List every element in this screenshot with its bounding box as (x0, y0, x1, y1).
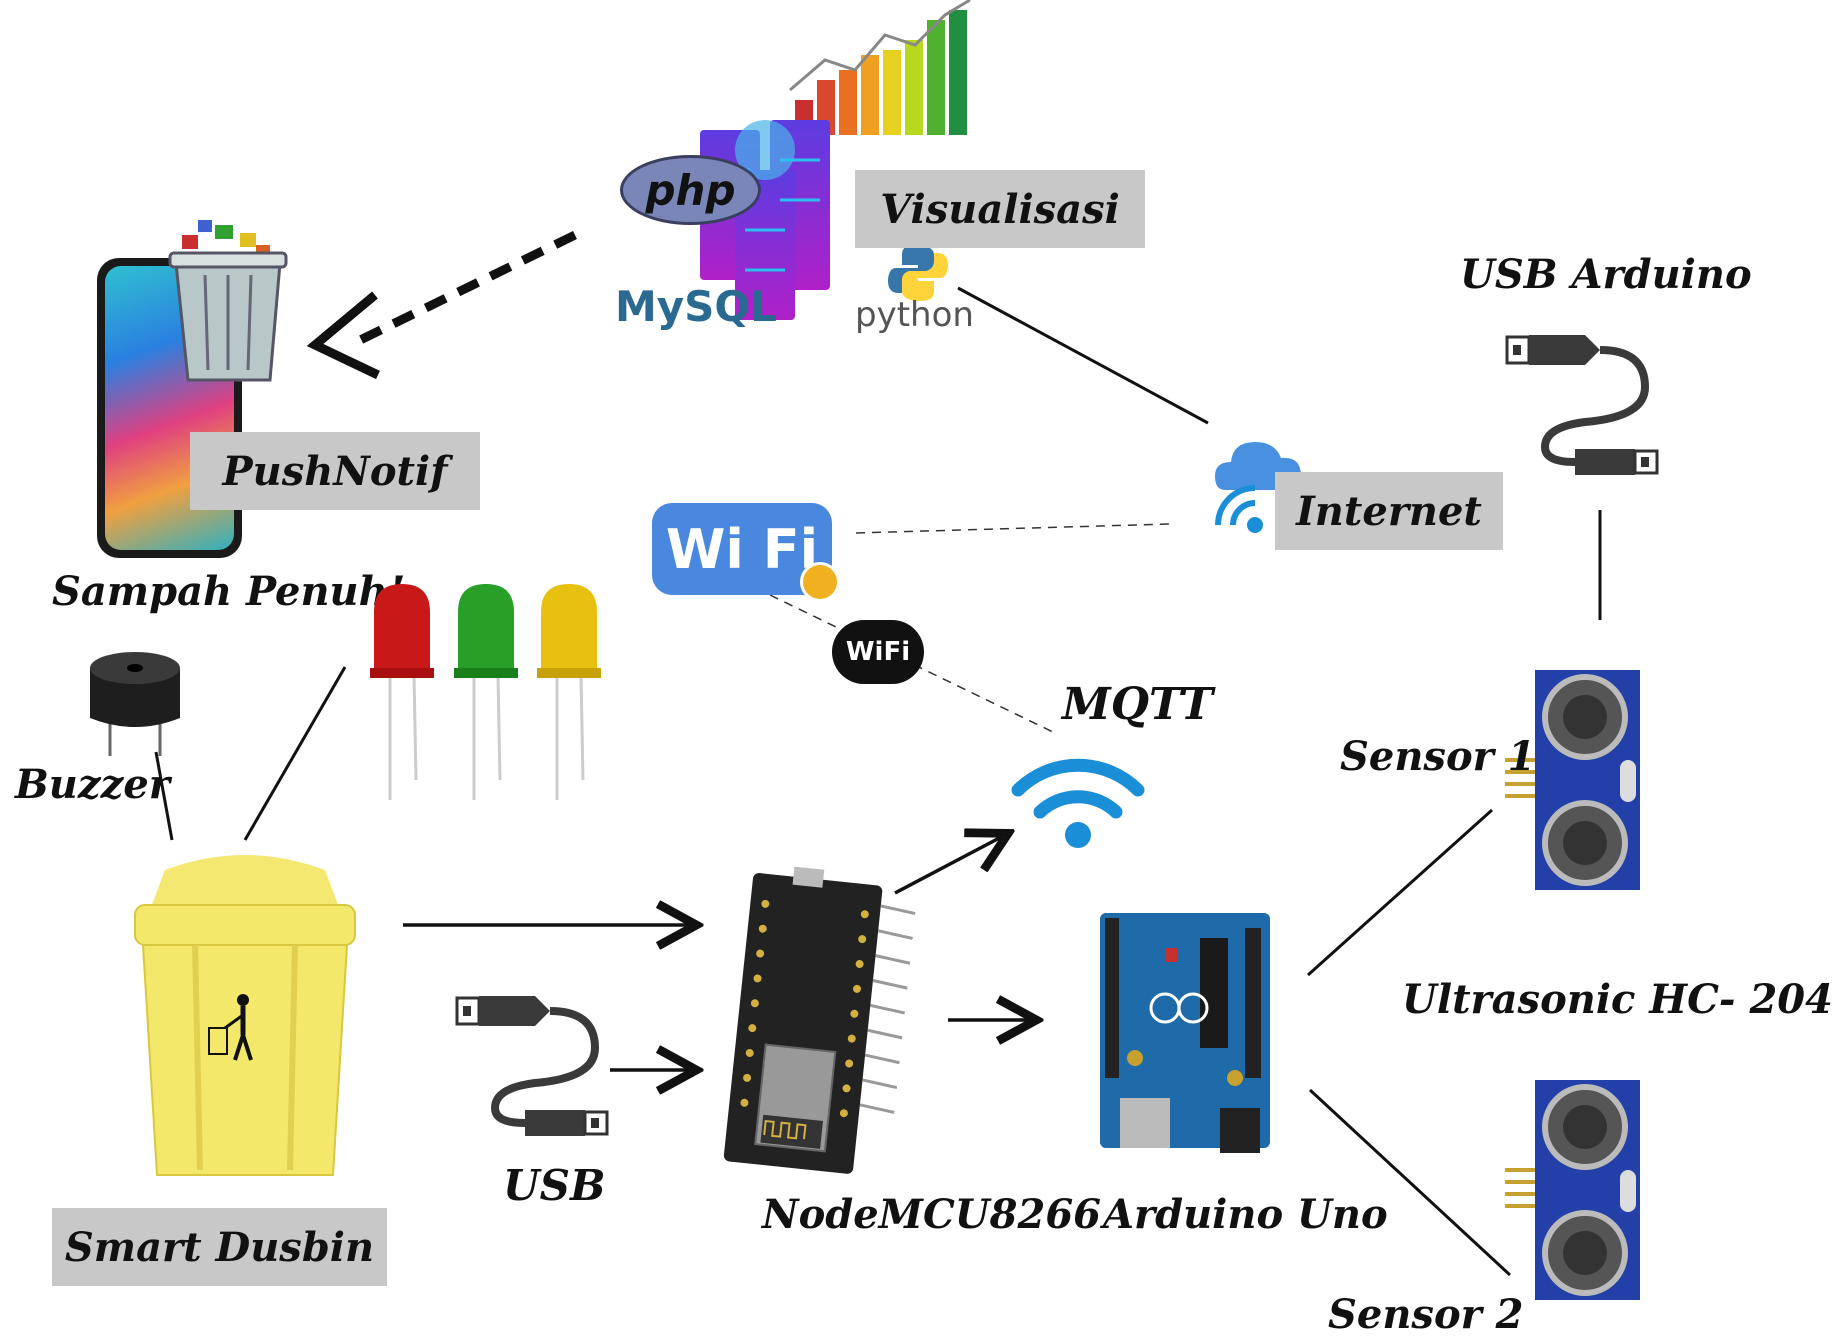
sensor1-label: Sensor 1 (1340, 733, 1536, 780)
buzzer-icon (90, 652, 180, 756)
line-sensor2-arduino (1308, 1088, 1512, 1277)
php-logo-text: php (645, 165, 736, 215)
bar-chart-icon (789, 0, 971, 135)
line-server-internet (957, 286, 1209, 425)
sampah-penuh-label: Sampah Penuh! (52, 568, 406, 615)
led-green-icon (454, 584, 518, 800)
mysql-logo: MySQL (615, 282, 777, 331)
visualisasi-label: Visualisasi (880, 185, 1120, 233)
notif-arrow-head (306, 291, 380, 380)
wifi-logo-text: Wi Fi (665, 517, 819, 581)
line-buzzer-bin (154, 751, 174, 841)
wifi-small-logo: WiFi (832, 620, 924, 684)
line-led-bin (243, 666, 347, 841)
mqtt-label: MQTT (1062, 679, 1213, 730)
connectors (154, 230, 1602, 1277)
nodemcu-board-icon (723, 866, 916, 1174)
led-red-icon (370, 584, 434, 800)
ultrasonic-sensor-1-icon (1505, 670, 1640, 890)
visualisasi-box: Visualisasi (855, 170, 1145, 248)
dashed-wifi-mqtt (769, 594, 1056, 734)
wifi-badge-icon (800, 562, 840, 602)
pushnotif-box: PushNotif (190, 432, 480, 510)
arduino-uno-board-icon (1100, 913, 1270, 1153)
usb-cable-icon (455, 996, 609, 1136)
pushnotif-label: PushNotif (222, 447, 448, 495)
php-logo: php (620, 155, 761, 225)
arduino-uno-label: Arduino Uno (1103, 1191, 1388, 1238)
notif-dotted-line (348, 230, 577, 350)
ultrasonic-label: Ultrasonic HC- 204 (1402, 976, 1833, 1023)
internet-label: Internet (1296, 487, 1482, 535)
trash-can-icon (168, 220, 288, 382)
wifi-logo: Wi Fi (652, 503, 832, 595)
wifi-small-logo-text: WiFi (845, 637, 911, 667)
python-icon (888, 245, 948, 301)
usb-arduino-cable-icon (1505, 335, 1659, 475)
python-logo-text: python (855, 295, 974, 335)
smart-dusbin-label: Smart Dusbin (64, 1223, 375, 1271)
wifi-signal-icon (1011, 758, 1145, 848)
usb-label: USB (503, 1161, 606, 1210)
led-yellow-icon (537, 584, 601, 800)
dustbin-icon (134, 855, 356, 1176)
arrow-nodemcu-mqtt (894, 835, 1005, 895)
sensor2-label: Sensor 2 (1328, 1291, 1524, 1338)
nodemcu-label: NodeMCU8266 (762, 1191, 1101, 1238)
internet-box: Internet (1275, 472, 1503, 550)
smart-dusbin-box: Smart Dusbin (52, 1208, 387, 1286)
ultrasonic-sensor-2-icon (1505, 1080, 1640, 1300)
usb-arduino-label: USB Arduino (1460, 251, 1752, 298)
buzzer-label: Buzzer (15, 761, 170, 808)
dashed-wifi-internet (855, 523, 1171, 534)
line-sensor1-arduino (1306, 808, 1494, 977)
